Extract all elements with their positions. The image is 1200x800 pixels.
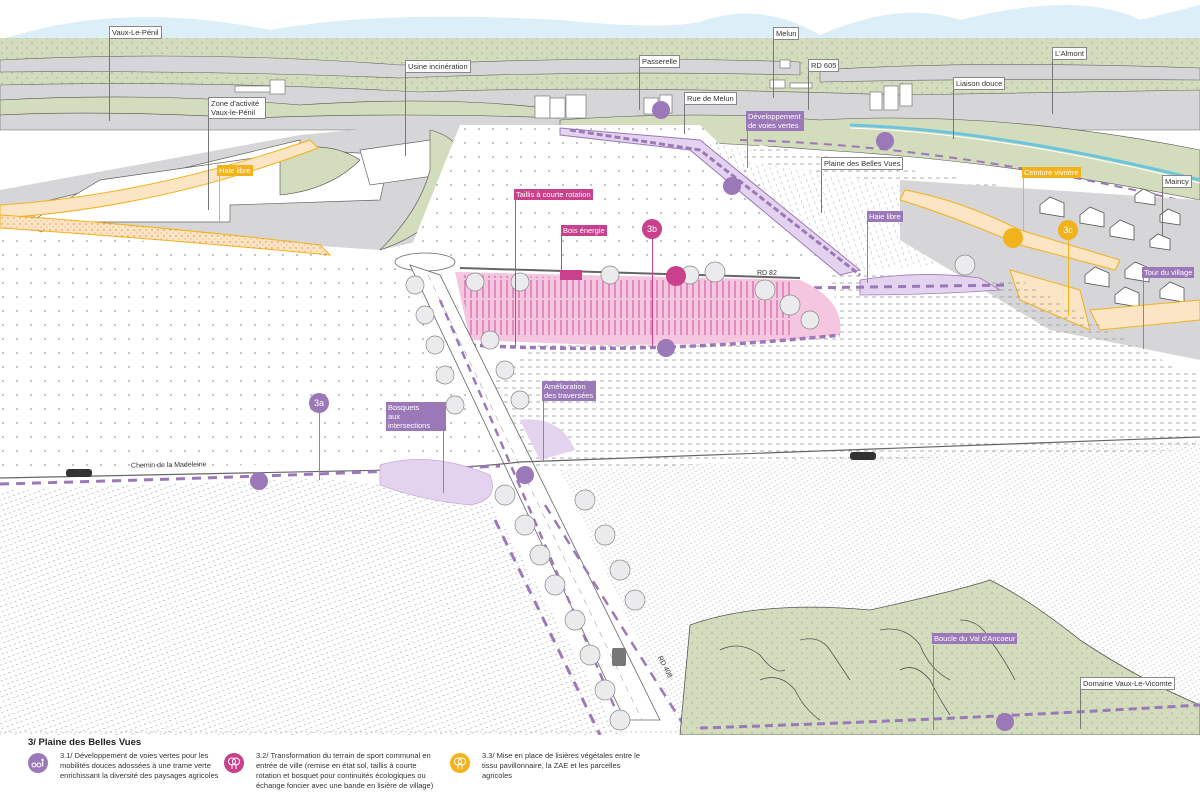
label-zone-activite-line1: Zone d'activité [211,99,260,108]
label-zone-activite-line2: Vaux-le-Pénil [211,108,256,117]
road-label-rd82: RD 82 [757,270,777,277]
leader-haie-libre-yellow [219,172,220,222]
almont-river [849,123,1200,182]
greenway-rd408-east [543,504,692,736]
label-ceinture: Ceinture vivrière [1022,167,1081,178]
label-amelioration-line2: des traversées [544,391,594,400]
label-developpement: Développement de voies vertes [746,111,804,131]
roundabout [394,252,456,272]
label-tour-village: Tour du village [1142,267,1195,278]
legend-text-3-2: 3.2/ Transformation du terrain de sport … [256,751,434,790]
label-developpement-line2: de voies vertes [748,121,799,130]
leader-bois-energie [561,232,562,270]
legend-item-3-3: 3.3/ Mise en place de lisières végétales… [450,751,645,781]
badge-3b: 3b [642,219,662,239]
leader-melun [773,33,774,98]
leader-3c [1068,236,1069,316]
trees-icon [450,753,470,773]
label-liaison-douce: Liaison douce [953,77,1006,90]
legend-text-3-3: 3.3/ Mise en place de lisières végétales… [482,751,641,780]
village-houses [1039,188,1185,308]
label-maincy: Maincy [1162,175,1192,188]
leader-rue-de-melun [684,99,685,134]
intersection-bosquet [379,458,493,506]
greenway-diagonal [569,128,861,277]
leader-passerelle [639,58,640,110]
leader-zone-activite [208,115,209,210]
leader-bosquets [443,418,444,493]
label-amelioration-line1: Amélioration [544,382,586,391]
trees-pictogram-yellow [1003,228,1023,248]
car-icon [612,648,626,666]
label-haie-libre-purple: Haie libre [867,211,903,222]
mobility-pictograms [250,101,1023,731]
leader-taillis [515,196,516,346]
leader-liaison-douce [953,84,954,139]
leader-plaine [821,163,822,213]
greenway-rd408-west [493,519,602,736]
legend-text-3-1: 3.1/ Développement de voies vertes pour … [60,751,219,780]
leader-maincy [1162,181,1163,236]
legend-item-3-1: 3.1/ Développement de voies vertes pour … [28,751,228,781]
label-usine: Usine incinération [405,60,471,73]
legend: 3/ Plaine des Belles Vues 3.1/ Développe… [0,735,1200,800]
legend-item-3-2: 3.2/ Transformation du terrain de sport … [224,751,439,791]
energy-wood-cart [560,270,582,280]
hatched-field-right [490,270,1200,470]
leader-domaine [1080,684,1081,729]
greenway-madeleine [0,464,501,486]
leader-usine [405,66,406,156]
leader-3a [319,410,320,480]
tree-alignment [405,254,976,731]
leader-developpement [747,123,748,168]
label-taillis: Taillis à courte rotation [514,189,593,200]
label-domaine: Domaine Vaux-Le-Vicomte [1080,677,1175,690]
label-bosquets: Bosquets aux intersections [386,402,446,431]
legend-title: 3/ Plaine des Belles Vues [28,737,142,748]
label-bois-energie: Bois énergie [561,225,607,236]
greenway-val-ancoeur [699,703,1200,730]
car-icon [66,469,92,477]
label-bosquets-line1: Bosquets [388,403,420,412]
leader-ceinture [1023,175,1024,230]
leader-3b [652,236,653,346]
leader-vaux-le-penil [109,33,110,121]
label-passerelle: Passerelle [639,55,681,68]
label-plaine: Plaine des Belles Vues [821,157,904,170]
rd82-road [459,267,801,279]
leader-boucle [933,645,934,730]
label-haie-libre-yellow: Haie libre [217,165,253,176]
leader-rd605 [808,68,809,110]
label-almont: L'Almont [1052,47,1087,60]
label-rd605: RD 605 [808,59,840,72]
diagonal-field-bottom-left [0,478,620,735]
label-vaux-le-penil: Vaux-Le-Pénil [109,26,162,39]
leader-tour-village [1143,274,1144,349]
cyclists-pedestrian-icon [28,753,48,773]
label-rue-de-melun: Rue de Melun [684,92,737,105]
trees-pictogram-magenta [666,266,686,286]
car-icon [850,452,876,460]
road-label-madeleine: Chemin de la Madeleine [130,461,207,470]
badge-3c: 3c [1058,220,1078,240]
label-amelioration: Amélioration des traversées [542,381,596,401]
trees-icon [224,753,244,773]
label-melun: Melun [773,27,800,40]
leader-amelioration [543,397,544,462]
badge-3a: 3a [309,393,329,413]
label-bosquets-line2: aux intersections [388,412,431,430]
leader-haie-libre-purple [867,218,868,283]
label-zone-activite: Zone d'activité Vaux-le-Pénil [208,97,266,119]
label-developpement-line1: Développement [748,112,801,121]
sky-hills [0,5,1200,45]
leader-almont [1052,54,1053,114]
dotted-field-left [0,230,500,470]
label-boucle: Boucle du Val d'Ancoeur [932,633,1018,644]
distant-buildings [234,59,913,119]
